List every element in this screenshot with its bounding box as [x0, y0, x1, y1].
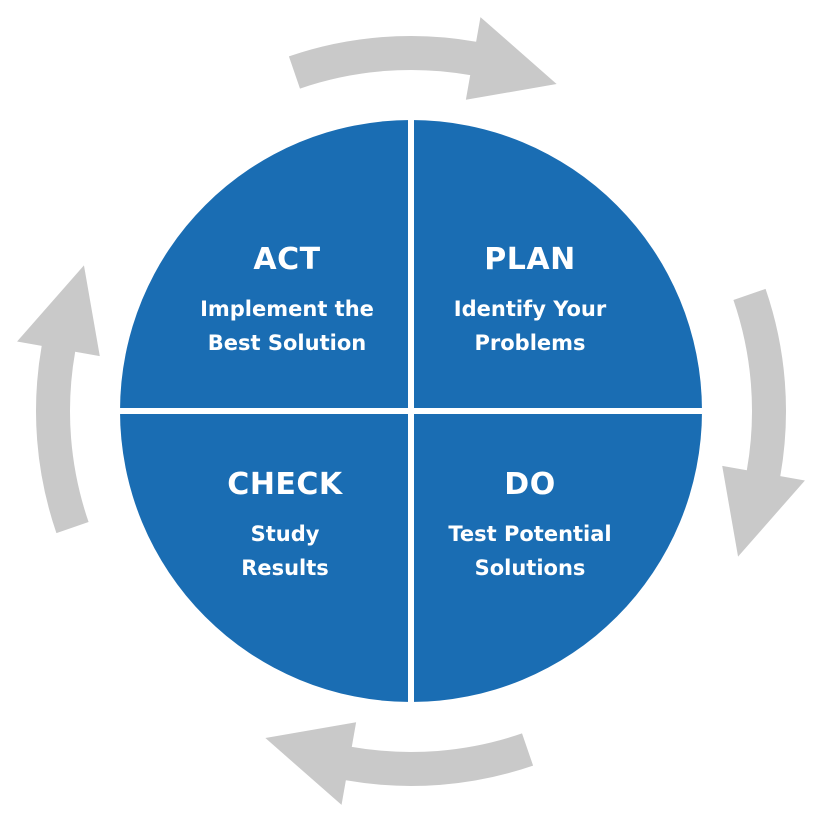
horizontal-divider	[115, 408, 707, 414]
quadrant-title: PLAN	[484, 242, 576, 277]
arrow-do-to-check	[722, 288, 805, 557]
quadrant-title: ACT	[253, 242, 321, 277]
arrow-check-to-act	[265, 722, 534, 805]
arrow-plan-to-do	[288, 17, 557, 100]
arrow-act-to-plan	[17, 265, 100, 534]
quadrant-title: DO	[504, 467, 556, 502]
quadrant-title: CHECK	[227, 467, 343, 502]
